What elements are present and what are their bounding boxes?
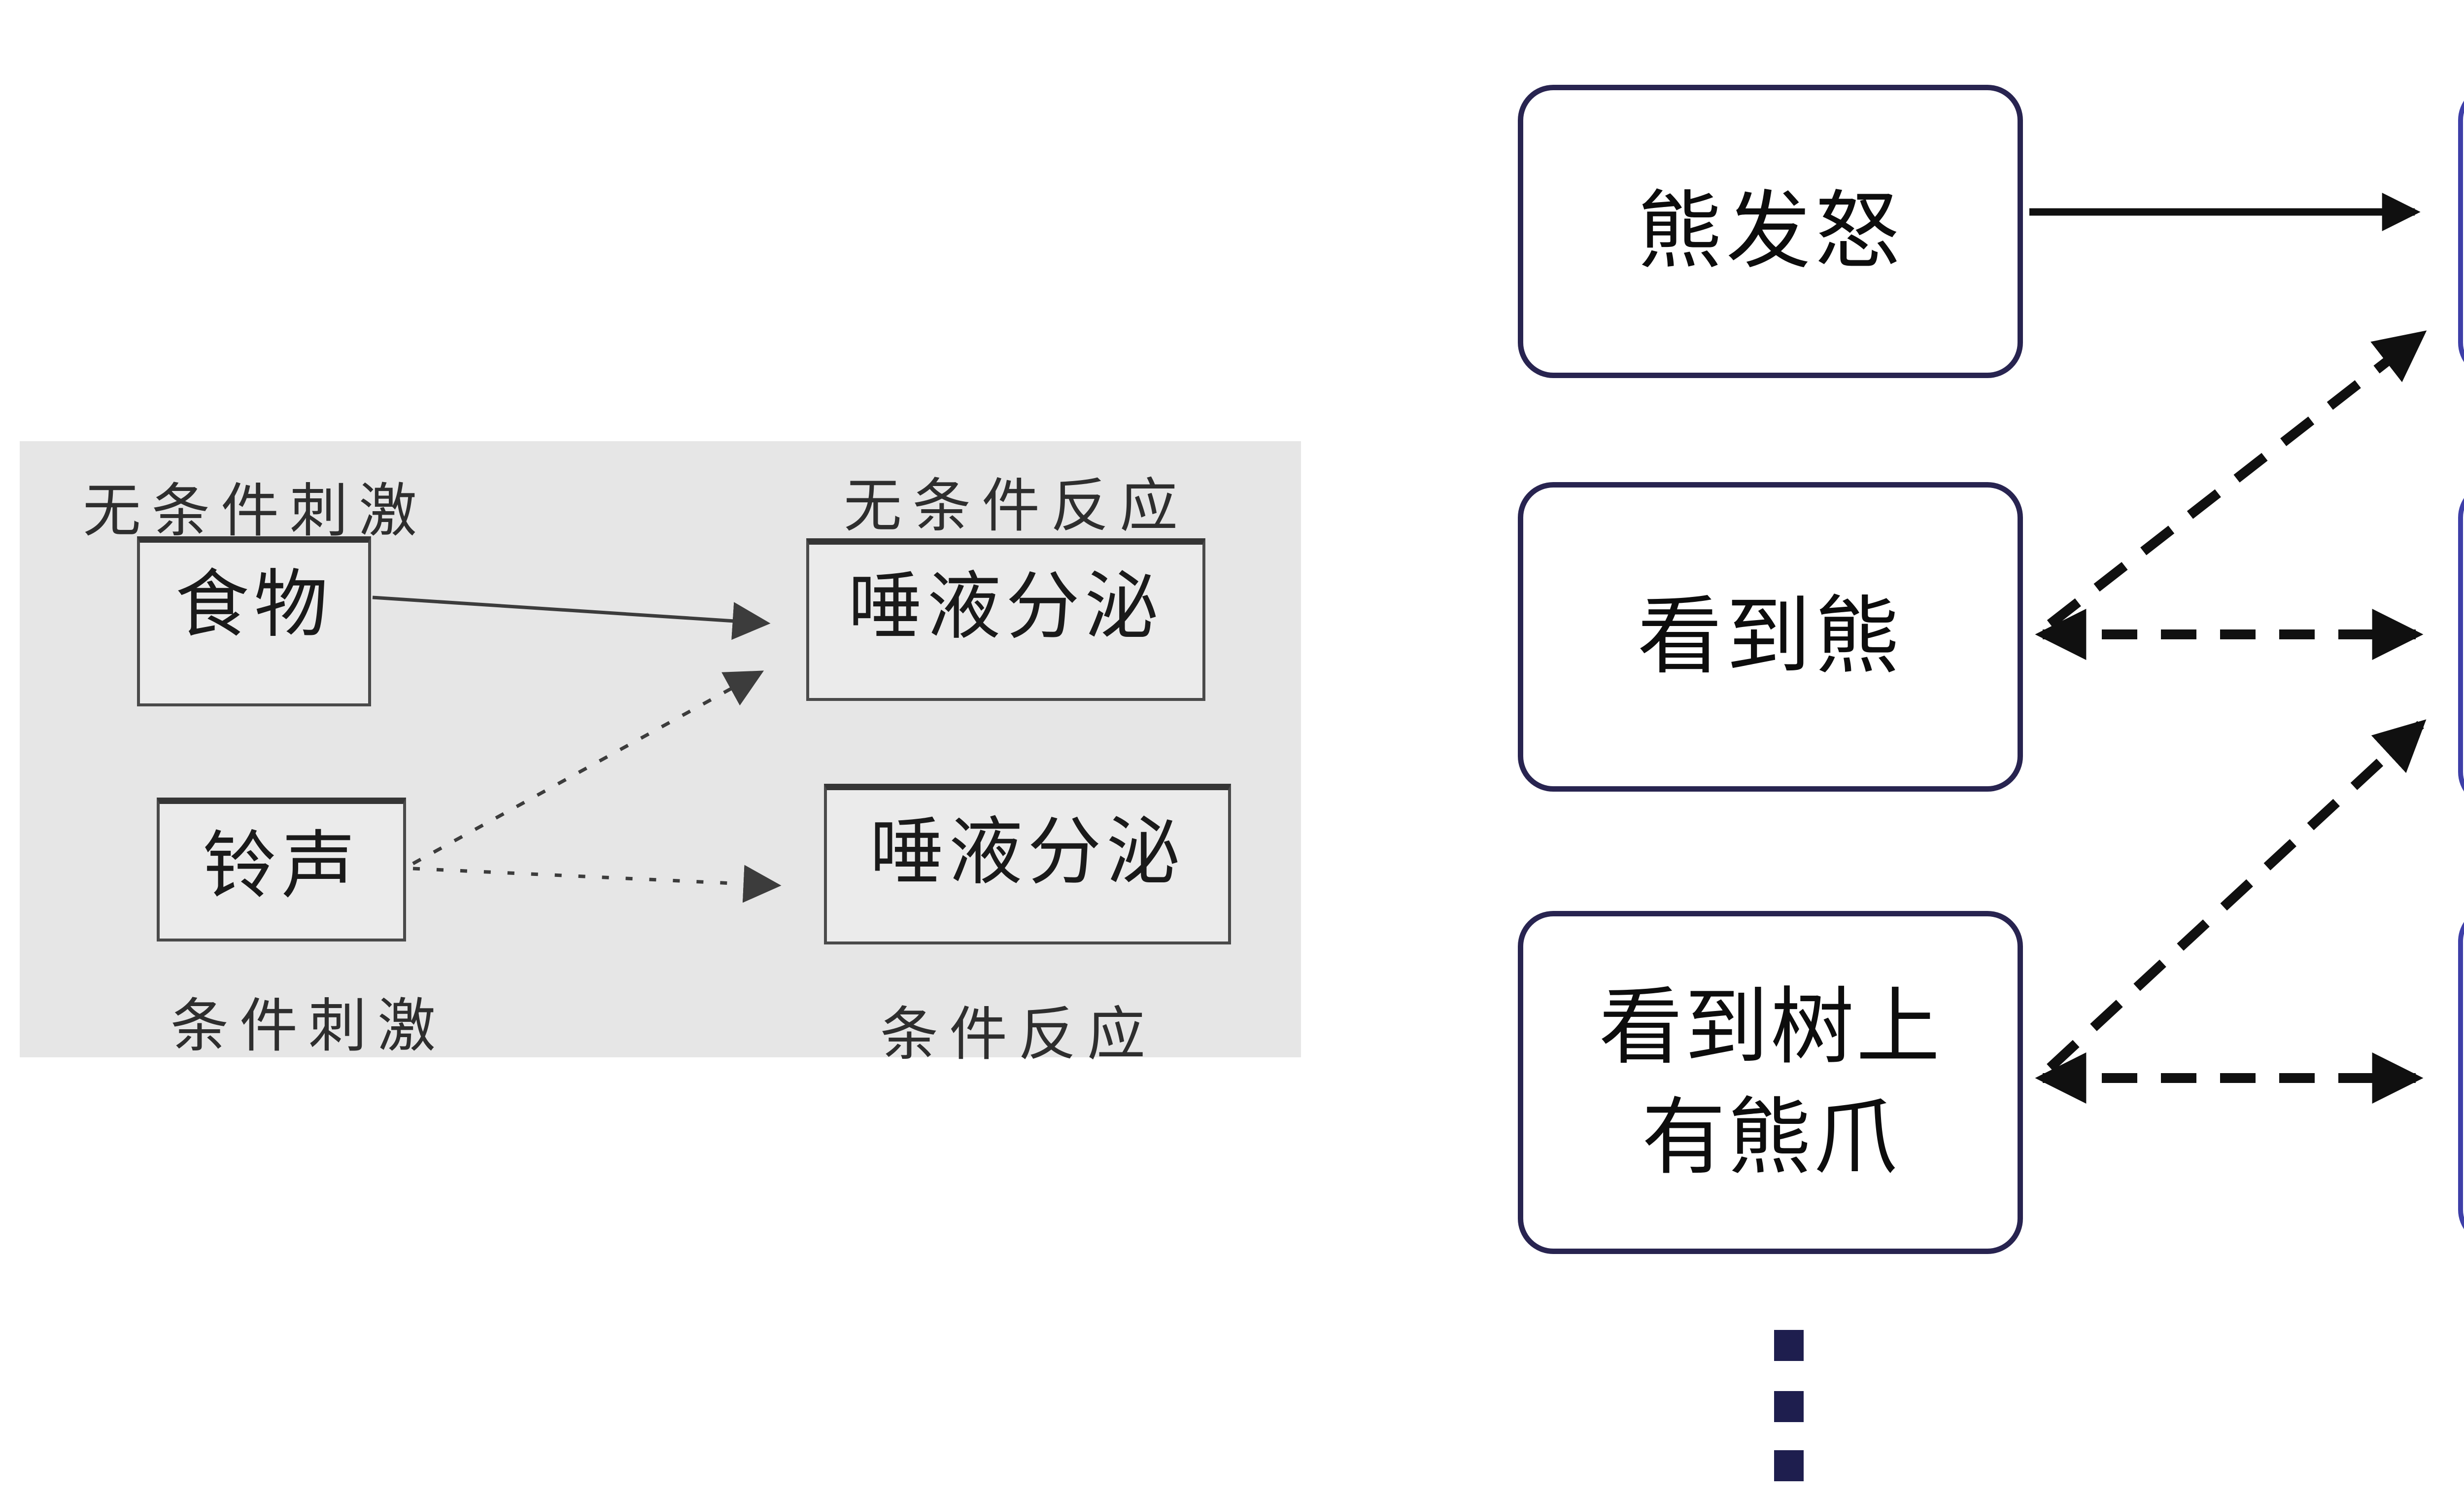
node-food: 食物: [137, 536, 371, 706]
label-conditioned-response: 条件反应: [880, 1002, 1157, 1067]
node-see-claw-line2: 有熊爪: [1642, 1091, 1899, 1185]
label-unconditioned-stimulus: 无条件刺激: [83, 479, 428, 544]
label-conditioned-stimulus: 条件刺激: [171, 994, 447, 1059]
node-salivation-top: 唾液分泌: [806, 538, 1205, 701]
node-see-bear-label: 看到熊: [1637, 589, 1904, 684]
node-salivation-top-label: 唾液分泌: [848, 565, 1164, 648]
dashed-arrow-bell-to-salivation-top: [412, 670, 764, 866]
node-see-claw: 看到树上 有熊爪: [1518, 911, 2023, 1254]
arrow-food-to-salivation: [372, 595, 771, 640]
dashed-arrow-bell-to-salivation-bottom: [412, 865, 782, 903]
classical-conditioning-panel: 无条件刺激 无条件反应 条件刺激 条件反应 食物 唾液分泌 铃声 唾液分泌: [20, 441, 1301, 1067]
node-salivation-bottom-label: 唾液分泌: [869, 810, 1185, 893]
dashed-arrow-see-bear-to-reward: [2047, 330, 2427, 628]
ellipsis-dot: [1774, 1450, 1804, 1481]
node-v-s: V(s): [2458, 906, 2464, 1245]
node-see-bear: 看到熊: [1518, 482, 2023, 792]
dashed-arrow-see-claw-to-vs-prime: [2047, 719, 2427, 1072]
label-unconditioned-response: 无条件反应: [844, 474, 1189, 539]
node-see-claw-line1: 看到树上: [1599, 980, 1942, 1074]
node-bear-anger-label: 熊发怒: [1637, 183, 1904, 279]
node-food-label: 食物: [175, 563, 333, 646]
ellipsis-dot: [1774, 1391, 1804, 1422]
ellipsis-dot: [1774, 1330, 1804, 1361]
node-bell: 铃声: [157, 798, 406, 941]
node-v-s-prime: V(s′): [2458, 482, 2464, 807]
node-bear-anger: 熊发怒: [1518, 85, 2023, 378]
node-bell-label: 铃声: [202, 824, 360, 907]
node-salivation-bottom: 唾液分泌: [824, 784, 1231, 944]
node-reward: 奖励: [2458, 85, 2464, 378]
